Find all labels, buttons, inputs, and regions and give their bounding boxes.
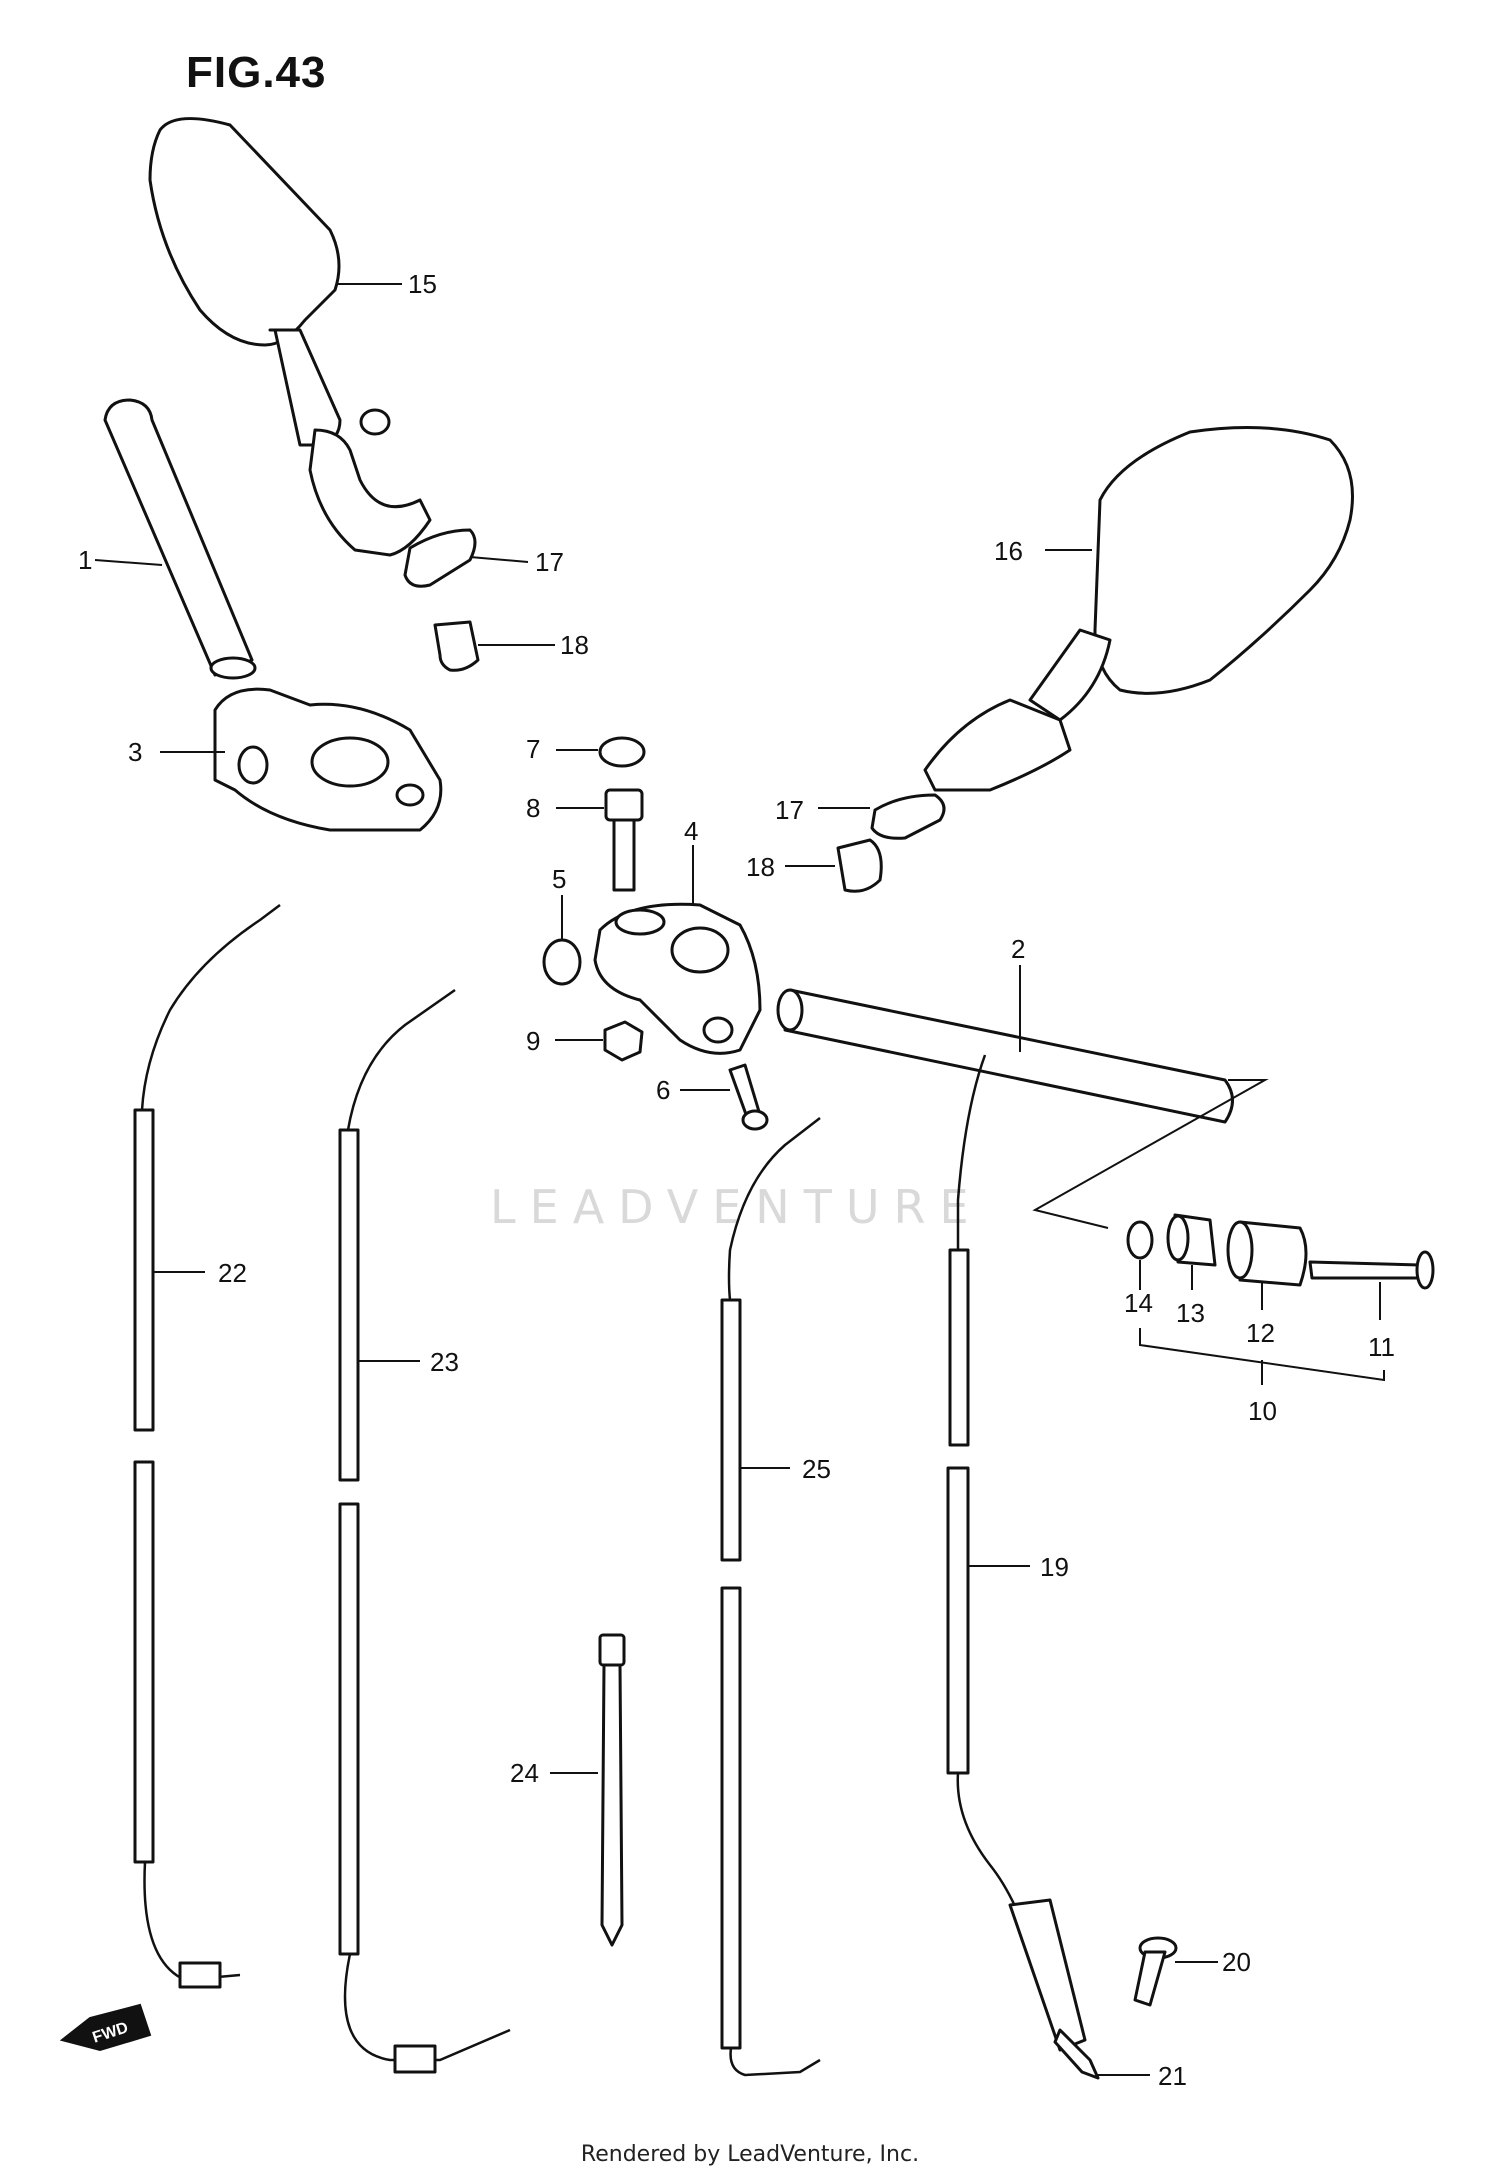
nut-9 bbox=[603, 1020, 644, 1062]
bolt-6 bbox=[728, 1063, 769, 1131]
mirror-16 bbox=[923, 426, 1354, 792]
callout-8: 8 bbox=[526, 793, 540, 823]
holder-4 bbox=[593, 902, 762, 1055]
callout-12: 12 bbox=[1246, 1318, 1275, 1348]
callout-21: 21 bbox=[1158, 2061, 1187, 2091]
callout-5: 5 bbox=[552, 864, 566, 894]
spacer-13 bbox=[1166, 1213, 1217, 1267]
callout-4: 4 bbox=[684, 816, 698, 846]
mirror-15 bbox=[148, 117, 432, 557]
callout-9: 9 bbox=[526, 1026, 540, 1056]
cotter-pin-21 bbox=[1053, 2028, 1100, 2080]
callout-17-left: 17 bbox=[535, 547, 564, 577]
callout-11: 11 bbox=[1368, 1332, 1395, 1362]
callout-23: 23 bbox=[430, 1347, 459, 1377]
callout-25: 25 bbox=[802, 1454, 831, 1484]
cable-19 bbox=[946, 1054, 1087, 2052]
washer-17-left bbox=[403, 528, 477, 588]
callout-16: 16 bbox=[994, 536, 1023, 566]
holder-3 bbox=[213, 687, 443, 832]
callout-1: 1 bbox=[78, 545, 92, 575]
cable-23 bbox=[338, 988, 511, 2074]
cable-25 bbox=[720, 1117, 821, 2077]
handlebar-1 bbox=[103, 398, 257, 680]
callout-6: 6 bbox=[656, 1075, 670, 1105]
callout-17-right: 17 bbox=[775, 795, 804, 825]
pin-20 bbox=[1133, 1936, 1178, 2007]
callout-18-right: 18 bbox=[746, 852, 775, 882]
bolt-8 bbox=[604, 788, 644, 892]
cap-7 bbox=[598, 736, 646, 768]
callout-20: 20 bbox=[1222, 1947, 1251, 1977]
callout-7: 7 bbox=[526, 734, 540, 764]
figure-title: FIG.43 bbox=[186, 48, 327, 97]
callout-2: 2 bbox=[1011, 934, 1025, 964]
weight-12 bbox=[1226, 1220, 1308, 1287]
callout-22: 22 bbox=[218, 1258, 247, 1288]
callout-10: 10 bbox=[1248, 1396, 1277, 1426]
callout-15: 15 bbox=[408, 269, 437, 299]
washer-14 bbox=[1126, 1220, 1154, 1260]
nut-18-left bbox=[433, 620, 480, 672]
cable-tie-24 bbox=[598, 1633, 626, 1947]
callout-19: 19 bbox=[1040, 1552, 1069, 1582]
cable-22 bbox=[133, 904, 281, 1989]
handlebar-2 bbox=[776, 988, 1234, 1124]
cap-5 bbox=[542, 938, 582, 986]
callout-24: 24 bbox=[510, 1758, 539, 1788]
washer-17-right bbox=[870, 793, 946, 840]
callout-14: 14 bbox=[1124, 1288, 1153, 1318]
nut-18-right bbox=[836, 838, 883, 893]
screw-11 bbox=[1308, 1250, 1435, 1290]
leader-1 bbox=[94, 559, 163, 566]
footer-credit: Rendered by LeadVenture, Inc. bbox=[580, 2142, 920, 2167]
leader-17-left bbox=[469, 556, 529, 563]
zoom-lines-10 bbox=[1032, 1079, 1269, 1229]
callout-18-left: 18 bbox=[560, 630, 589, 660]
callout-13: 13 bbox=[1176, 1298, 1205, 1328]
callout-3: 3 bbox=[128, 737, 142, 767]
watermark: LEADVENTURE bbox=[490, 1180, 983, 1234]
forward-arrow-badge: FWD bbox=[59, 2003, 152, 2052]
